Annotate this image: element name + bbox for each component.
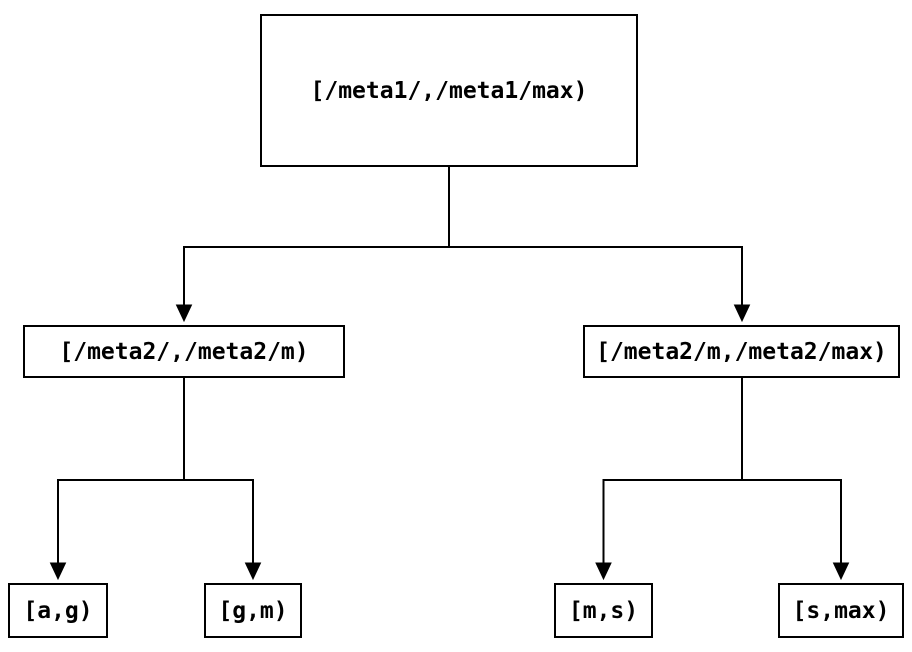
node-label: [m,s) xyxy=(568,597,639,624)
node-left-interval: [/meta2/,/meta2/m) xyxy=(23,325,345,378)
leaf-interval-gm: [g,m) xyxy=(204,583,302,638)
arrow-down-icon xyxy=(832,562,850,581)
connector-left-subtree xyxy=(49,378,262,581)
node-label: [/meta1/,/meta1/max) xyxy=(310,77,588,104)
node-label: [g,m) xyxy=(218,597,288,624)
arrow-down-icon xyxy=(49,562,67,581)
leaf-interval-ag: [a,g) xyxy=(8,583,108,638)
connector-root-to-children xyxy=(175,167,751,323)
node-label: [/meta2/,/meta2/m) xyxy=(59,338,309,365)
node-label: [s,max) xyxy=(792,597,890,624)
arrow-down-icon xyxy=(244,562,262,581)
node-label: [/meta2/m,/meta2/max) xyxy=(596,338,887,365)
leaf-interval-smax: [s,max) xyxy=(778,583,904,638)
leaf-interval-ms: [m,s) xyxy=(554,583,653,638)
connector-right-subtree xyxy=(595,378,850,581)
node-root-interval: [/meta1/,/meta1/max) xyxy=(260,14,638,167)
node-label: [a,g) xyxy=(23,597,93,624)
arrow-down-icon xyxy=(175,304,193,323)
arrow-down-icon xyxy=(733,304,751,323)
node-right-interval: [/meta2/m,/meta2/max) xyxy=(583,325,900,378)
arrow-down-icon xyxy=(595,562,612,581)
